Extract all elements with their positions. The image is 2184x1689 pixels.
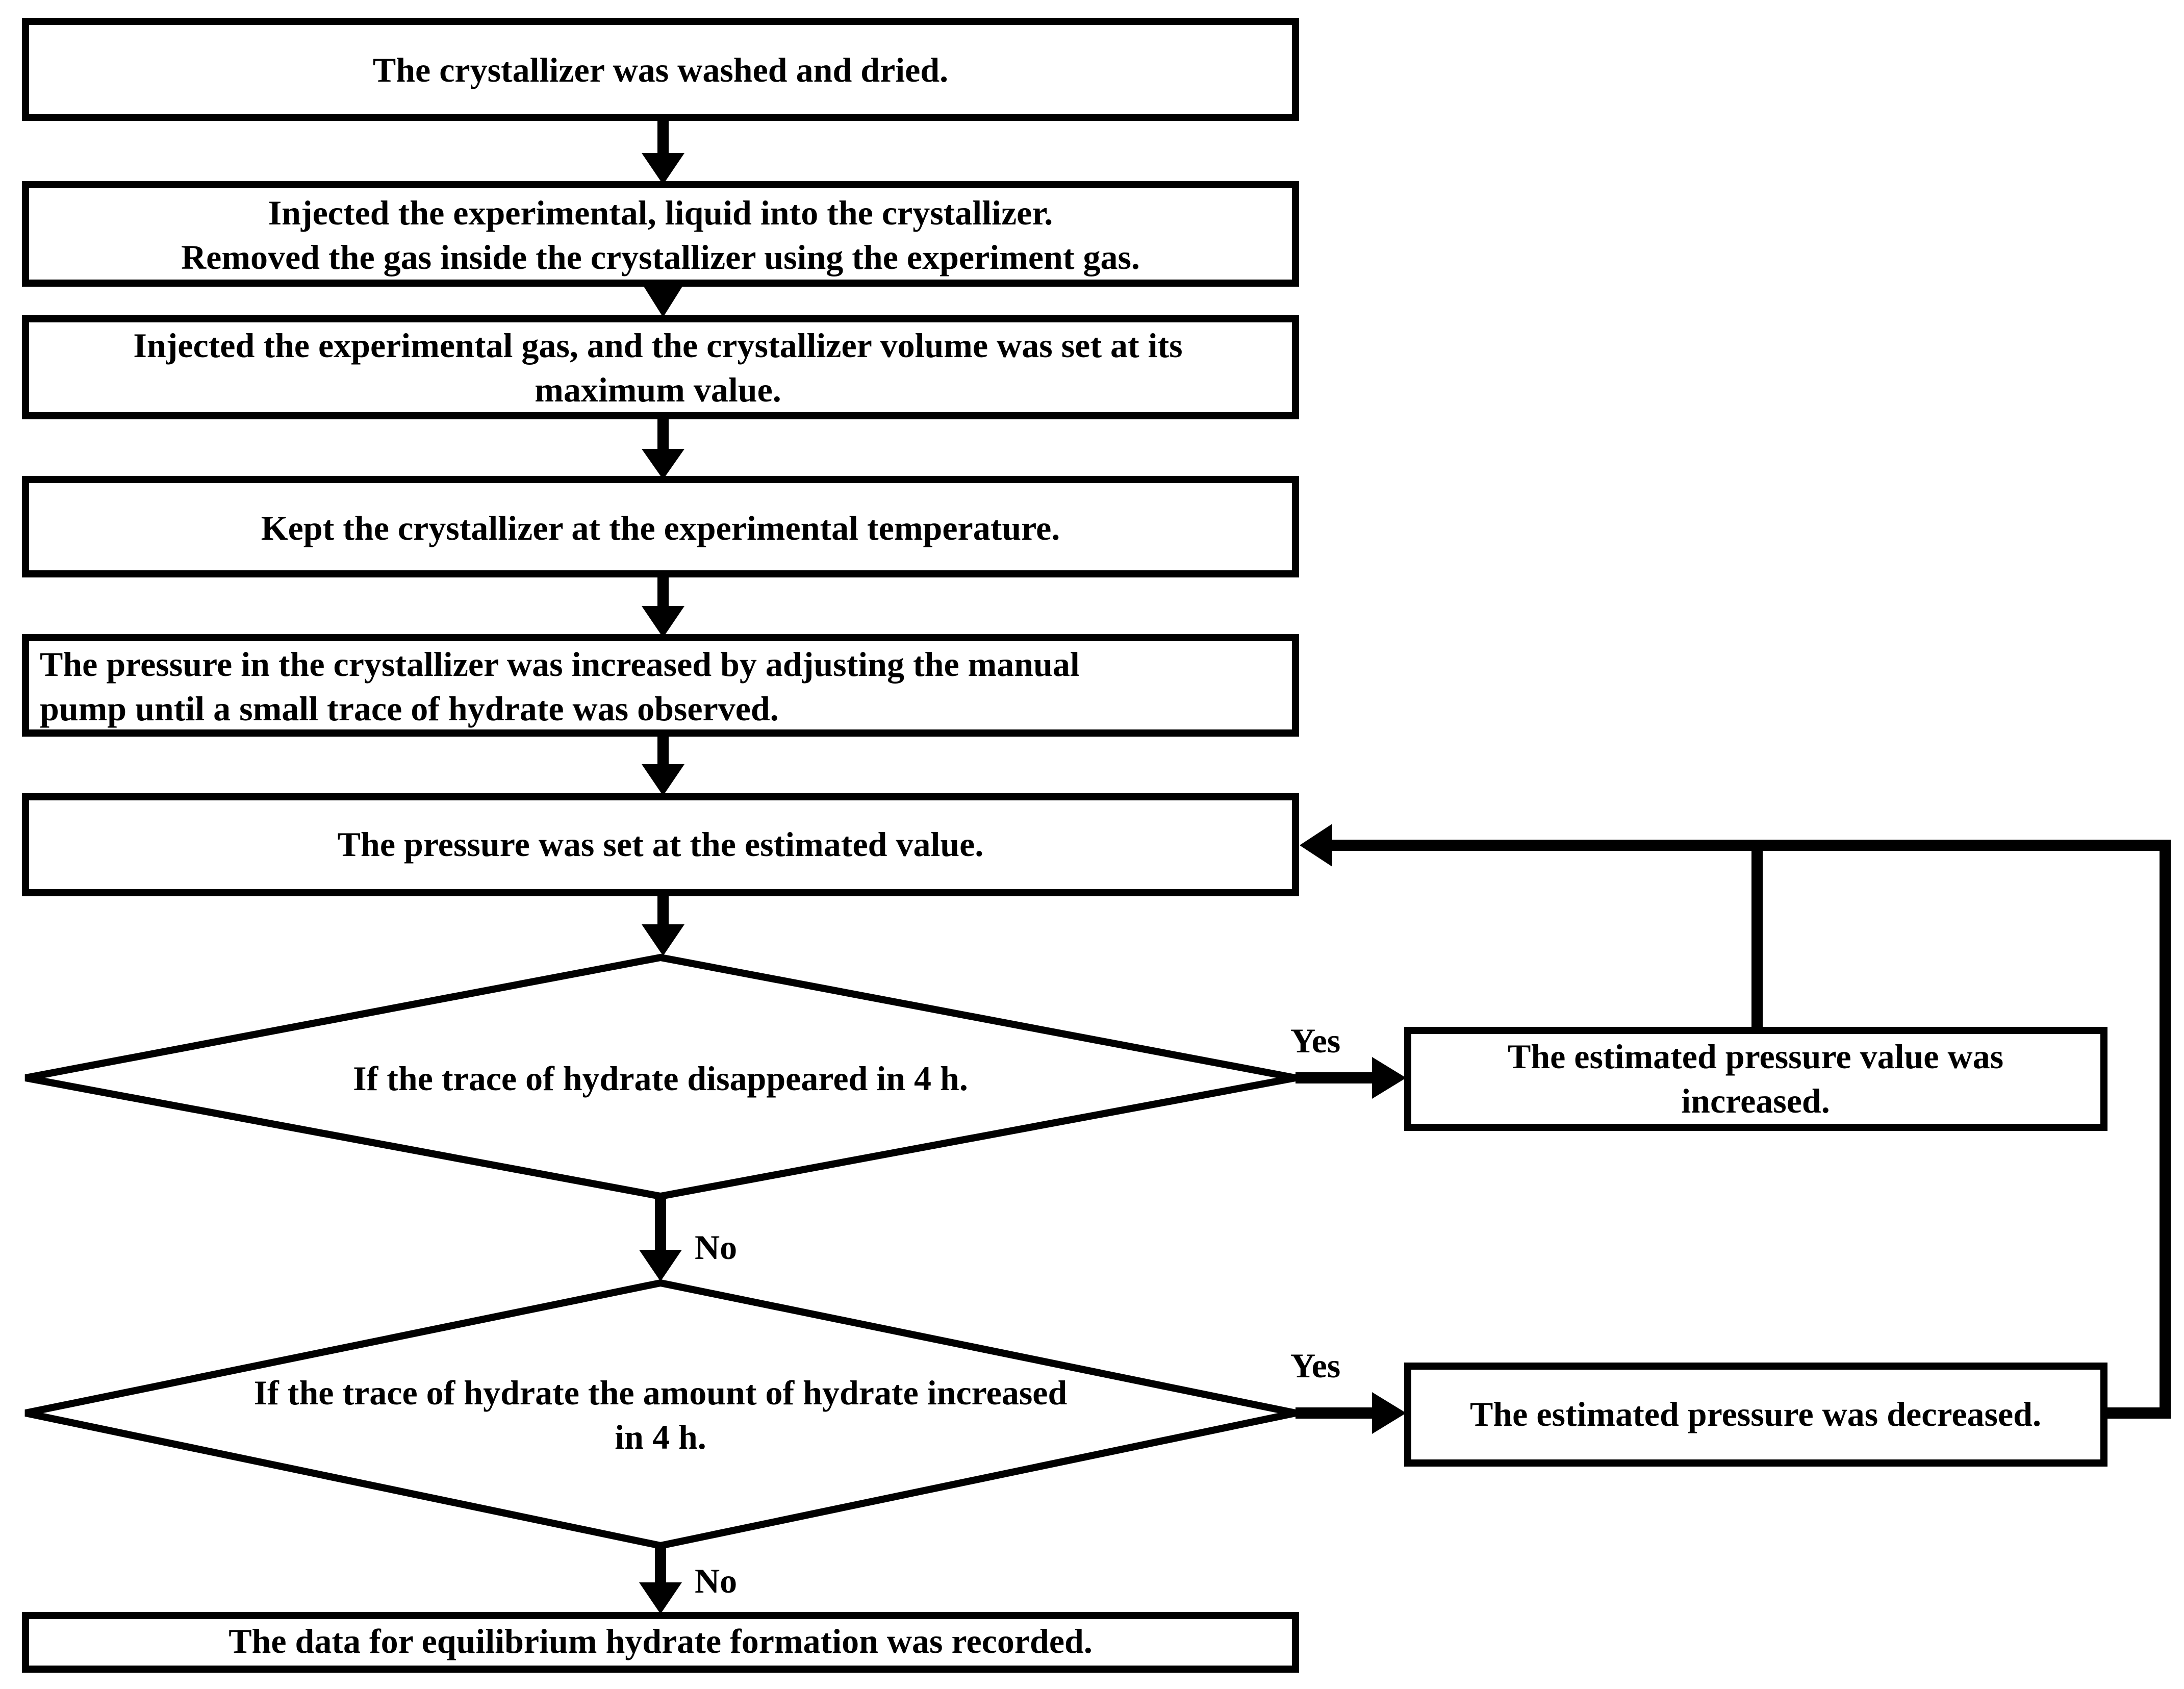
arrowhead	[642, 153, 684, 185]
action-pressure-up: The estimated pressure value was increas…	[1404, 1027, 2107, 1131]
arrowhead	[642, 283, 684, 317]
step-wash-text: The crystallizer was washed and dried.	[373, 51, 948, 89]
arrowhead	[1372, 1392, 1406, 1434]
step-increase-pressure: The pressure in the crystallizer was inc…	[22, 634, 1299, 737]
arrowhead	[639, 1250, 682, 1281]
branch-label-no-disappeared: No	[695, 1228, 737, 1267]
arrowhead	[1300, 824, 1332, 867]
step-keep-temp-box	[22, 476, 1299, 577]
step-wash: The crystallizer was washed and dried.	[22, 18, 1299, 121]
step-inject-liquid-box	[22, 181, 1299, 287]
action-pressure-down-text: The estimated pressure was decreased.	[1470, 1395, 2041, 1433]
step-keep-temp-text: Kept the crystallizer at the experimenta…	[261, 509, 1060, 547]
action-pressure-up-text-line1: The estimated pressure value was	[1508, 1037, 2003, 1076]
step-record: The data for equilibrium hydrate formati…	[22, 1612, 1299, 1673]
action-pressure-up-text-line2: increased.	[1681, 1081, 1830, 1120]
decision-increased-text-line2: in 4 h.	[615, 1418, 706, 1456]
decision-increased: If the trace of hydrate the amount of hy…	[24, 1279, 1297, 1550]
step-inject-gas-text-line1: Injected the experimental gas, and the c…	[133, 326, 1182, 365]
step-set-pressure: The pressure was set at the estimated va…	[22, 793, 1299, 896]
branch-label-yes-disappeared: Yes	[1290, 1021, 1340, 1060]
step-wash-box	[22, 18, 1299, 121]
step-inject-liquid-text-line1: Injected the experimental, liquid into t…	[268, 193, 1053, 232]
branch-labels: Yes No Yes No	[695, 1021, 1340, 1600]
connector-pressure-down-loop	[1326, 840, 2171, 1419]
step-record-text: The data for equilibrium hydrate formati…	[228, 1622, 1093, 1660]
step-increase-pressure-text-line2: pump until a small trace of hydrate was …	[40, 689, 779, 728]
arrowhead	[1372, 1057, 1406, 1099]
arrowhead	[642, 606, 684, 638]
arrowhead	[642, 449, 684, 480]
branch-label-yes-increased: Yes	[1290, 1346, 1340, 1385]
action-pressure-down: The estimated pressure was decreased.	[1404, 1363, 2107, 1467]
step-keep-temp: Kept the crystallizer at the experimenta…	[22, 476, 1299, 577]
decision-disappeared: If the trace of hydrate disappeared in 4…	[24, 953, 1297, 1200]
step-inject-liquid: Injected the experimental, liquid into t…	[22, 181, 1299, 287]
step-inject-liquid-text-line2: Removed the gas inside the crystallizer …	[181, 238, 1140, 276]
step-set-pressure-box	[22, 793, 1299, 896]
step-increase-pressure-box	[22, 634, 1299, 737]
step-inject-gas: Injected the experimental gas, and the c…	[22, 315, 1299, 419]
decision-disappeared-text: If the trace of hydrate disappeared in 4…	[353, 1059, 968, 1098]
arrowhead	[639, 1582, 682, 1614]
step-record-box	[22, 1612, 1299, 1673]
step-inject-gas-text-line2: maximum value.	[535, 370, 781, 409]
arrowhead	[642, 764, 684, 796]
step-inject-gas-box	[22, 315, 1299, 419]
decision-disappeared-diamond	[24, 953, 1297, 1200]
step-set-pressure-text: The pressure was set at the estimated va…	[338, 825, 984, 864]
connectors	[639, 117, 2171, 1614]
action-pressure-up-box	[1404, 1027, 2107, 1131]
decision-increased-diamond	[24, 1279, 1297, 1550]
branch-label-no-increased: No	[695, 1561, 737, 1600]
arrowhead	[642, 924, 684, 956]
decision-increased-text-line1: If the trace of hydrate the amount of hy…	[254, 1373, 1068, 1412]
step-increase-pressure-text-line1: The pressure in the crystallizer was inc…	[40, 645, 1080, 684]
action-pressure-down-box	[1404, 1363, 2107, 1467]
